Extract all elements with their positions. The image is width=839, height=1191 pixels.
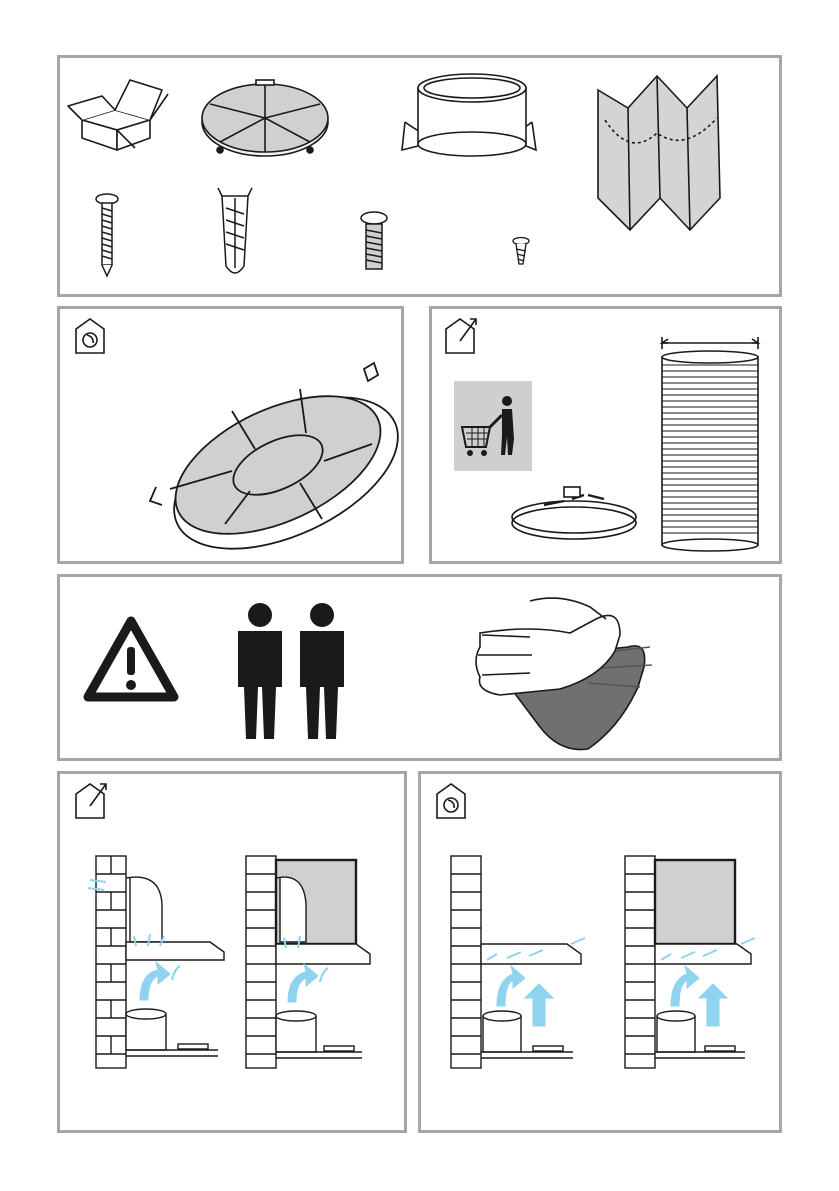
warning-triangle-icon	[88, 621, 174, 697]
box-icon	[68, 80, 168, 150]
extraction-installation-panel	[57, 771, 407, 1133]
recirculation-mode-icon	[437, 784, 465, 818]
flexible-pipe-icon	[662, 337, 758, 551]
safety-warning-drawing	[60, 577, 779, 758]
air-collar-icon	[402, 74, 536, 156]
hood-wall-duct-icon	[96, 856, 224, 1068]
small-screw-icon	[513, 238, 529, 265]
wall-plug-icon	[218, 188, 252, 273]
wood-screw-icon	[96, 194, 118, 276]
hood-wall-recirc-icon	[451, 856, 581, 1068]
extraction-accessories-panel	[429, 306, 782, 564]
recirculation-installation-panel	[418, 771, 782, 1133]
recirculation-filter-drawing	[60, 309, 401, 561]
hood-cabinet-duct-icon	[246, 856, 370, 1068]
package-contents-panel	[57, 55, 782, 297]
extraction-accessories-drawing	[432, 309, 779, 561]
bolt-icon	[361, 212, 387, 269]
two-persons-icon	[238, 603, 344, 739]
recirculation-mode-icon	[76, 319, 104, 353]
extraction-mode-icon	[446, 319, 476, 353]
package-contents-drawing	[60, 58, 779, 294]
recirculation-filter-panel	[57, 306, 404, 564]
recirculation-installation-drawing	[421, 774, 779, 1130]
purchase-separately-icon	[454, 381, 532, 471]
hood-cabinet-recirc-icon	[625, 856, 751, 1068]
safety-warning-panel	[57, 574, 782, 761]
hose-clamp-icon	[512, 487, 636, 539]
charcoal-filter-icon	[150, 363, 401, 561]
extraction-installation-drawing	[60, 774, 404, 1130]
gloves-icon	[476, 598, 652, 749]
extraction-mode-icon	[76, 784, 106, 818]
flexible-duct-icon	[598, 76, 720, 230]
grease-filter-icon	[202, 80, 328, 156]
